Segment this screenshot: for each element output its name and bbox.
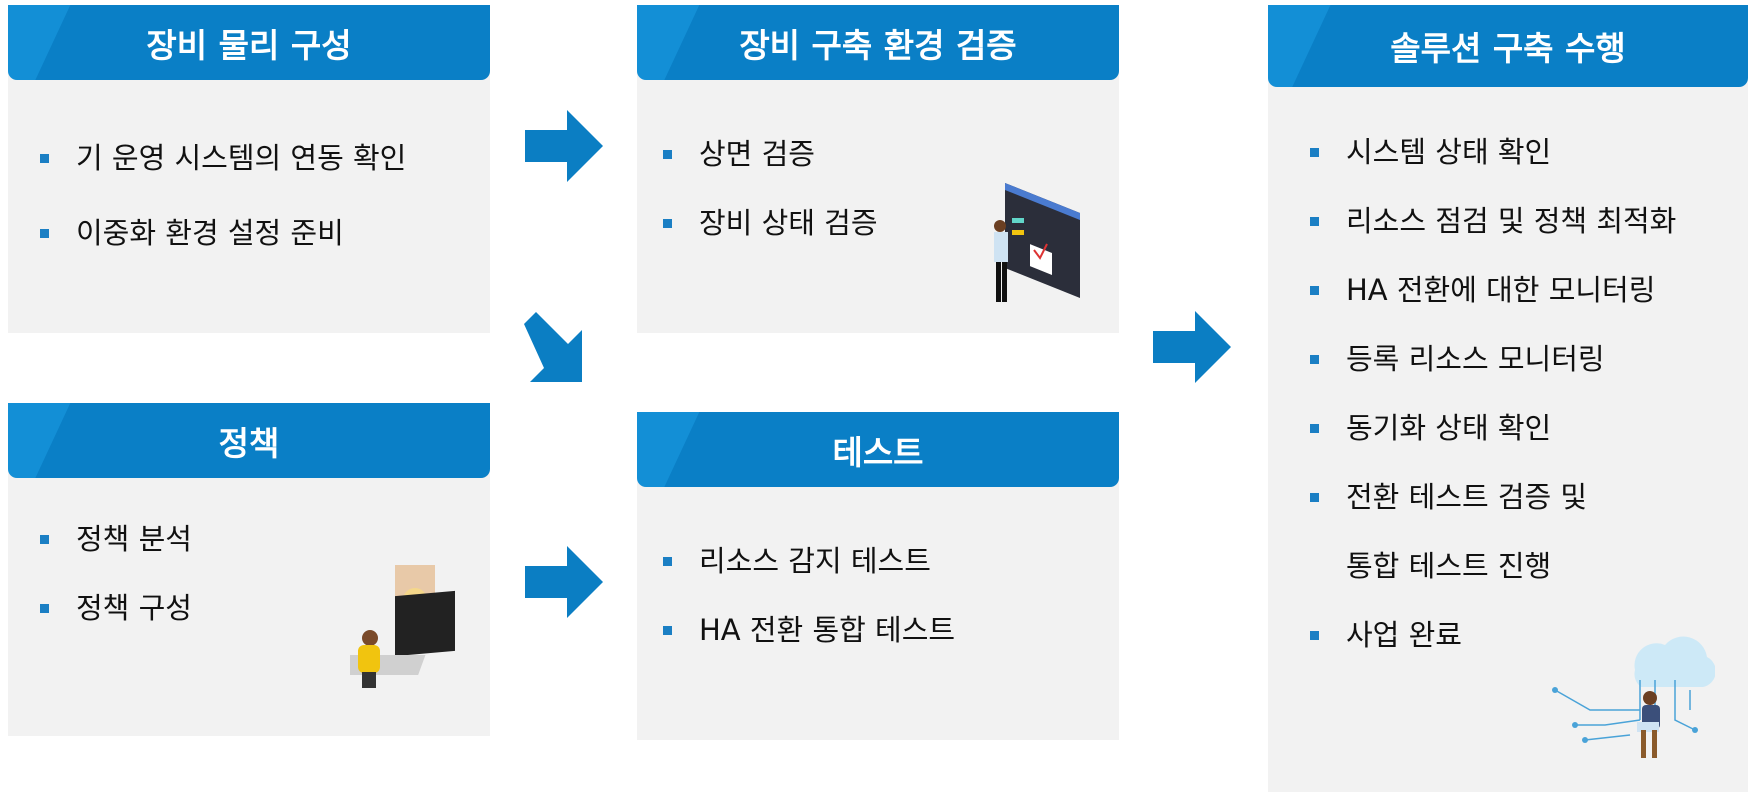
physical-config-list: 기 운영 시스템의 연동 확인 이중화 환경 설정 준비: [40, 138, 406, 253]
bullet-icon: [663, 150, 672, 159]
list-item: 이중화 환경 설정 준비: [40, 213, 406, 253]
list-item: HA 전환 통합 테스트: [663, 610, 955, 650]
list-item: 정책 구성: [40, 588, 192, 628]
list-item: 등록 리소스 모니터링: [1310, 339, 1676, 379]
solution-header: 솔루션 구축 수행: [1268, 5, 1748, 87]
bullet-icon: [40, 535, 49, 544]
bullet-icon: [1310, 286, 1319, 295]
physical-config-title: 장비 물리 구성: [146, 25, 352, 65]
bullet-icon: [1310, 493, 1319, 502]
bullet-icon: [1310, 631, 1319, 640]
cloud-network-illustration: [1552, 636, 1715, 758]
list-item: 동기화 상태 확인: [1310, 408, 1676, 448]
bullet-icon: [40, 229, 49, 238]
bullet-icon: [40, 154, 49, 163]
physical-config-header: 장비 물리 구성: [8, 5, 490, 80]
list-item: 리소스 감지 테스트: [663, 541, 955, 581]
test-list: 리소스 감지 테스트 HA 전환 통합 테스트: [663, 541, 955, 650]
list-item: 사업 완료: [1310, 615, 1676, 655]
solution-title: 솔루션 구축 수행: [1390, 29, 1626, 68]
list-item: 정책 분석: [40, 519, 192, 559]
list-item: 시스템 상태 확인: [1310, 132, 1676, 172]
list-item: 리소스 점검 및 정책 최적화: [1310, 201, 1676, 241]
test-header: 테스트: [637, 412, 1119, 487]
bullet-icon: [1310, 217, 1319, 226]
policy-title: 정책: [218, 423, 280, 463]
bullet-icon: [1310, 148, 1319, 157]
whiteboard-presenter-illustration: [994, 183, 1080, 302]
policy-list: 정책 분석 정책 구성: [40, 519, 192, 628]
bullet-icon: [663, 219, 672, 228]
env-verify-title: 장비 구축 환경 검증: [739, 25, 1017, 65]
env-verify-list: 상면 검증 장비 상태 검증: [663, 134, 878, 243]
test-title: 테스트: [832, 432, 924, 472]
solution-list: 시스템 상태 확인 리소스 점검 및 정책 최적화 HA 전환에 대한 모니터링…: [1310, 132, 1676, 655]
list-item: 장비 상태 검증: [663, 203, 878, 243]
list-item-continuation: 통합 테스트 진행: [1346, 549, 1552, 583]
bullet-icon: [1310, 355, 1319, 364]
laptop-lightbulb-illustration: [350, 565, 455, 688]
bullet-icon: [40, 604, 49, 613]
arrow-down-right-icon: [524, 312, 582, 382]
list-item: 상면 검증: [663, 134, 878, 174]
arrow-right-icon: [525, 546, 603, 618]
list-item: 전환 테스트 검증 및: [1310, 477, 1676, 517]
bullet-icon: [1310, 424, 1319, 433]
list-item: 기 운영 시스템의 연동 확인: [40, 138, 406, 178]
bullet-icon: [663, 557, 672, 566]
policy-header: 정책: [8, 403, 490, 478]
bullet-icon: [663, 626, 672, 635]
arrow-right-icon: [1153, 311, 1231, 383]
env-verify-header: 장비 구축 환경 검증: [637, 5, 1119, 80]
arrow-right-icon: [525, 110, 603, 182]
list-item: HA 전환에 대한 모니터링: [1310, 270, 1676, 310]
